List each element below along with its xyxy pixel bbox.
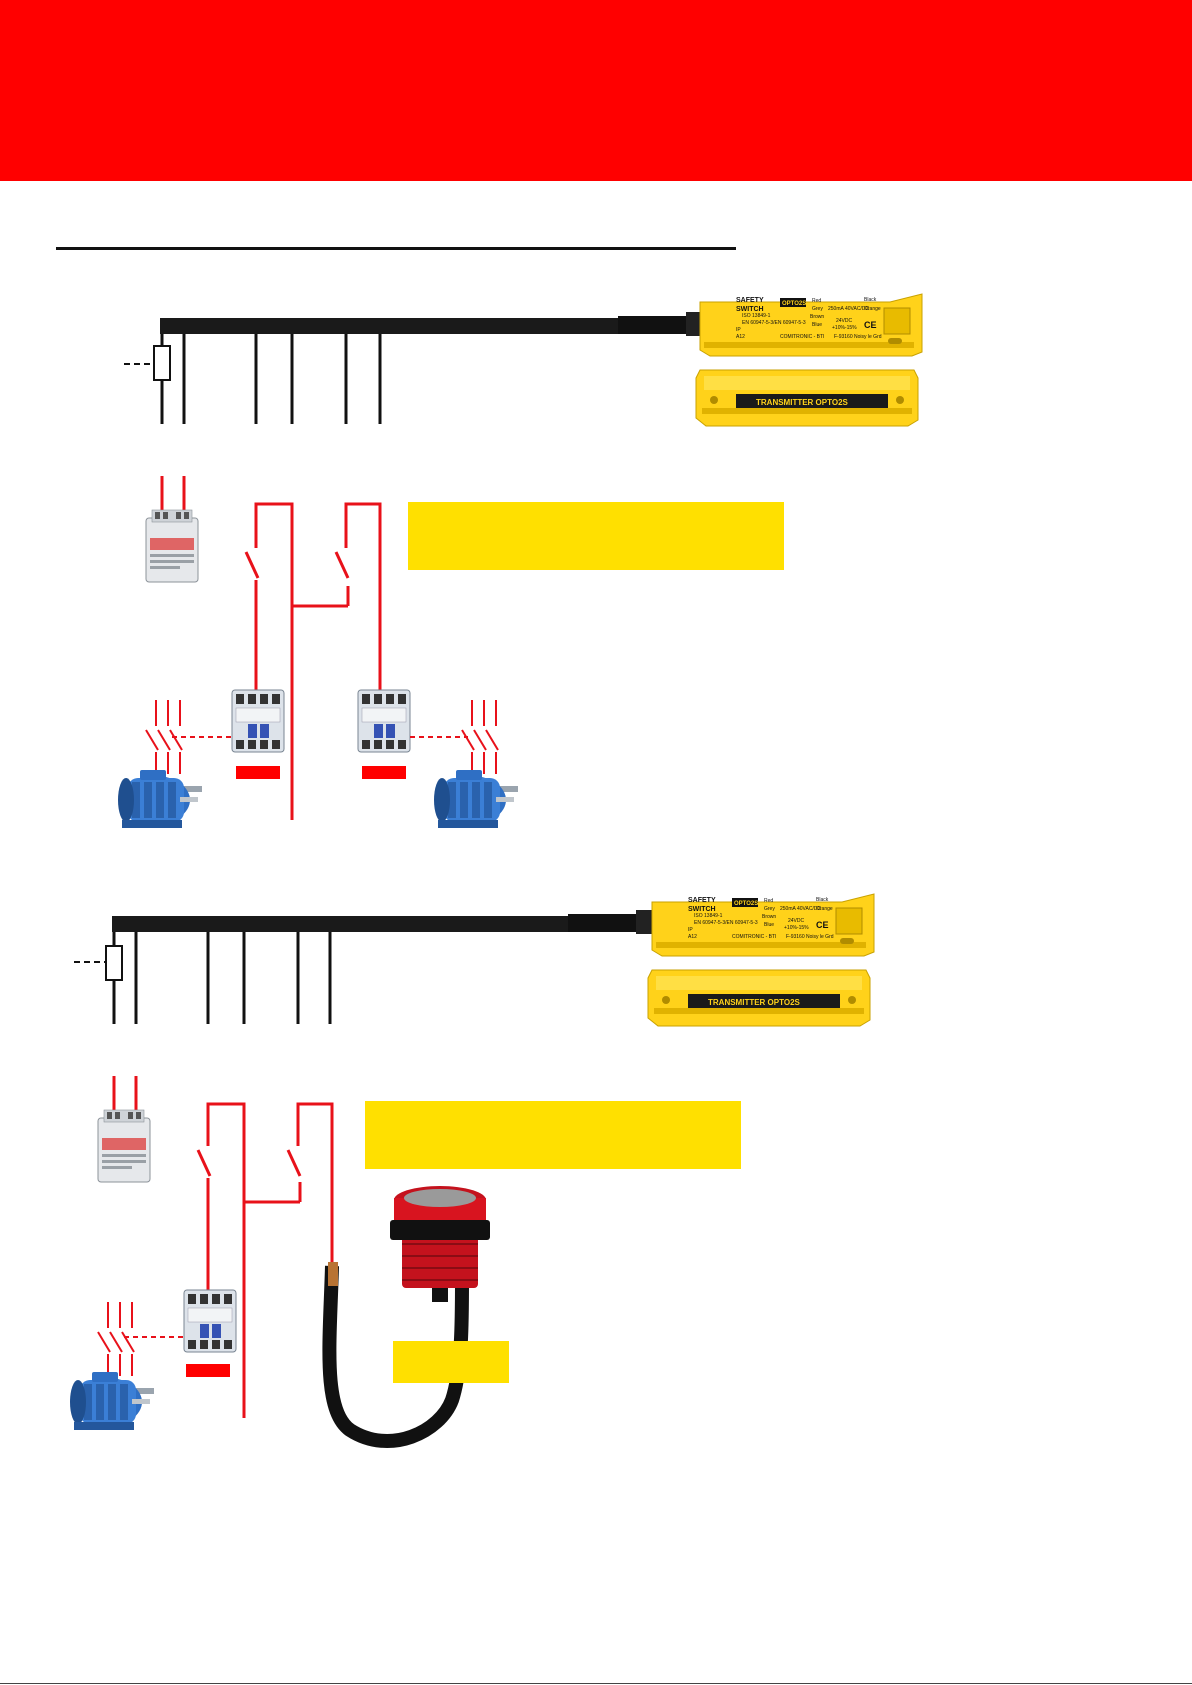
relay-icon <box>231 689 285 753</box>
relay-tag <box>236 766 280 779</box>
psu-icon <box>145 509 199 583</box>
switch-standard-2: EN 60947-5-3/EN 60947-5-3 <box>694 920 758 926</box>
switch-standard-2: EN 60947-5-3/EN 60947-5-3 <box>742 320 806 326</box>
relay-tag <box>362 766 406 779</box>
motor-icon <box>118 770 202 828</box>
cable-sleeve <box>618 316 688 334</box>
switch-label-safety: SAFETY <box>688 897 716 904</box>
diagram-1: SAFETY SWITCH OPTO2S ISO 13849-1 EN 6094… <box>118 293 923 828</box>
wire-label-blue: Blue <box>764 922 774 928</box>
cable-end <box>328 1262 338 1286</box>
switch-tolerance: +10%-15% <box>832 325 857 331</box>
sensor-note-box <box>393 1341 509 1383</box>
switch-rating: 250mA 40VAC/DC <box>780 906 821 912</box>
safety-switch-icon: SAFETY SWITCH OPTO2S ISO 13849-1 EN 6094… <box>651 893 875 957</box>
title-rule <box>56 247 736 250</box>
switch-label-switch: SWITCH <box>736 306 764 313</box>
cable-bus <box>112 916 572 932</box>
diagram-2: SAFETY SWITCH OPTO2S ISO 13849-1 EN 6094… <box>70 893 875 1448</box>
safety-switch-icon: SAFETY SWITCH OPTO2S ISO 13849-1 EN 6094… <box>699 293 923 357</box>
motor-icon <box>434 770 518 828</box>
cable-bus <box>160 318 620 334</box>
switch-ce: CE <box>864 320 877 330</box>
switch-a: A12 <box>736 334 745 340</box>
wire-label-brown: Brown <box>810 314 824 320</box>
relay-tag <box>186 1364 230 1377</box>
wire-label-orange: Orange <box>864 306 881 312</box>
switch-standard-1: ISO 13849-1 <box>694 913 723 919</box>
switch-model: OPTO2S <box>734 901 758 907</box>
switch-brand: COMITRONIC - BTI <box>780 334 824 340</box>
header-band <box>0 0 1192 181</box>
wire-label-black: Black <box>864 297 877 303</box>
wire-label-red: Red <box>764 898 773 904</box>
wire-label-grey: Grey <box>812 306 823 312</box>
bottom-rule <box>0 1683 1192 1684</box>
note-box <box>408 502 784 570</box>
relay-icon <box>357 689 411 753</box>
power-contacts <box>145 700 232 774</box>
sensor-icon <box>390 1186 490 1302</box>
control-wiring <box>244 502 382 820</box>
switch-voltage: 24VDC <box>788 918 805 924</box>
transmitter-label: TRANSMITTER OPTO2S <box>708 998 801 1007</box>
switch-a: A12 <box>688 934 697 940</box>
motor-icon <box>70 1372 154 1430</box>
wire-label-blue: Blue <box>812 322 822 328</box>
wire-label-red: Red <box>812 298 821 304</box>
fuse-icon <box>124 345 171 381</box>
fuse-icon <box>74 945 123 981</box>
switch-standard-1: ISO 13849-1 <box>742 313 771 319</box>
control-wiring <box>196 1102 334 1418</box>
switch-ce: CE <box>816 920 829 930</box>
switch-ip: IP <box>688 927 693 933</box>
wire-label-orange: Orange <box>816 906 833 912</box>
switch-rating: 250mA 40VAC/DC <box>828 306 869 312</box>
wire-label-grey: Grey <box>764 906 775 912</box>
switch-ip: IP <box>736 327 741 333</box>
switch-address: F-93160 Noisy le Grd <box>834 334 882 340</box>
switch-model: OPTO2S <box>782 301 806 307</box>
switch-tolerance: +10%-15% <box>784 925 809 931</box>
power-contacts <box>97 1302 184 1376</box>
switch-voltage: 24VDC <box>836 318 853 324</box>
psu-icon <box>97 1109 151 1183</box>
power-contacts <box>410 700 499 774</box>
cable-sleeve <box>568 914 638 932</box>
transmitter-icon: TRANSMITTER OPTO2S <box>647 969 871 1027</box>
transmitter-label: TRANSMITTER OPTO2S <box>756 398 849 407</box>
switch-address: F-93160 Noisy le Grd <box>786 934 834 940</box>
switch-label-safety: SAFETY <box>736 297 764 304</box>
switch-brand: COMITRONIC - BTI <box>732 934 776 940</box>
note-box <box>365 1101 741 1169</box>
transmitter-icon: TRANSMITTER OPTO2S <box>695 369 919 427</box>
relay-icon <box>183 1289 237 1353</box>
wire-label-black: Black <box>816 897 829 903</box>
switch-label-switch: SWITCH <box>688 906 716 913</box>
wire-label-brown: Brown <box>762 914 776 920</box>
